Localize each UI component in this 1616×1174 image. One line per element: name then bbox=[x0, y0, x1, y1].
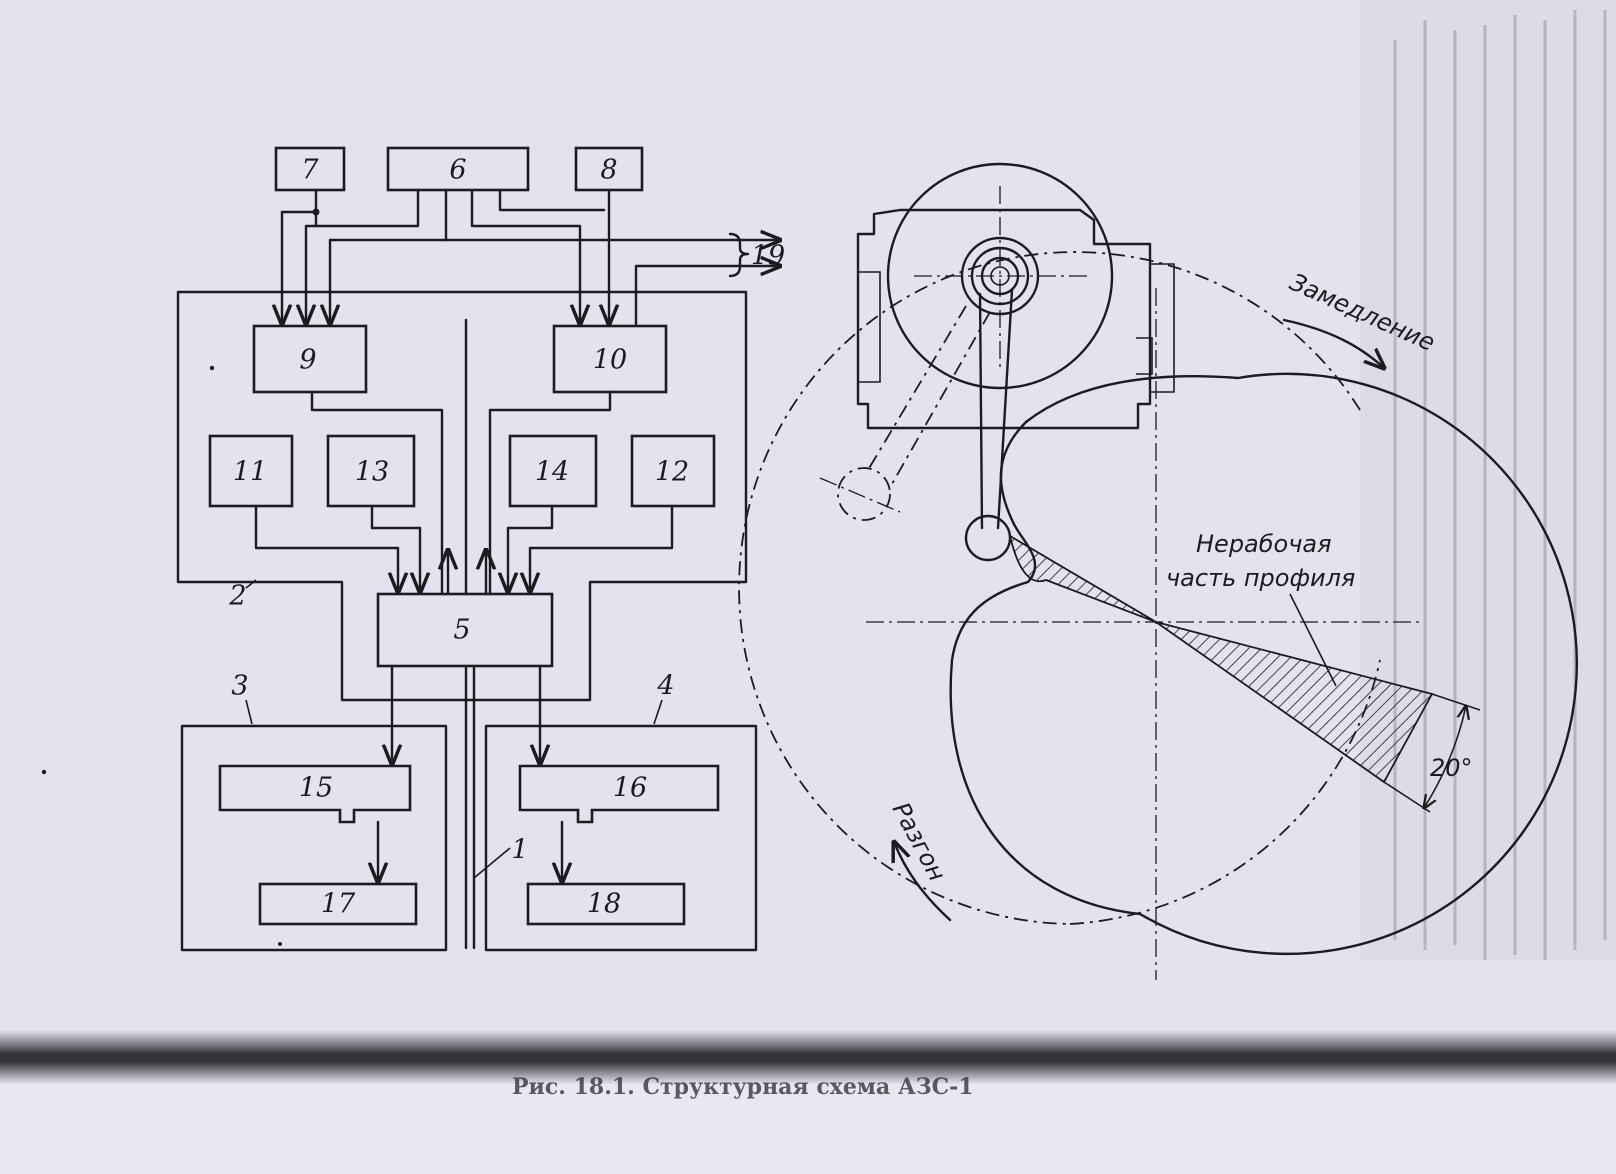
block-15 bbox=[218, 764, 412, 824]
block-13-label: 13 bbox=[355, 457, 389, 488]
nonwork-sector-lower bbox=[1155, 621, 1434, 784]
label-nonwork-line2: часть профиля bbox=[1166, 564, 1355, 592]
bottom-margin bbox=[0, 1084, 1616, 1174]
angle-label: 20° bbox=[1430, 754, 1473, 782]
bus-1 bbox=[464, 318, 511, 950]
frame-2-label: 2 bbox=[228, 581, 246, 612]
bleed-through-text bbox=[1360, 0, 1616, 960]
block-8-label: 8 bbox=[600, 155, 617, 186]
lever-arm bbox=[978, 288, 1014, 530]
figure-caption: Рис. 18.1. Структурная схема АЗС-1 bbox=[512, 1074, 974, 1100]
frame-4-label: 4 bbox=[656, 671, 674, 702]
block-18 bbox=[526, 882, 686, 926]
block-17 bbox=[258, 882, 418, 926]
block-12-label: 12 bbox=[655, 457, 689, 488]
frame-4 bbox=[484, 724, 758, 952]
block-diagram: 7 6 8 2 9 10 11 13 14 12 5 3 4 1 bbox=[41, 146, 785, 952]
mount-bracket bbox=[856, 208, 1152, 430]
label-nonwork-line1: Нерабочая bbox=[1196, 530, 1332, 558]
block-7-label: 7 bbox=[301, 155, 319, 186]
drive-wheel bbox=[886, 162, 1114, 390]
frame-3-label: 3 bbox=[231, 671, 248, 702]
page-fold-shadow bbox=[0, 1030, 1616, 1084]
label-accel: Разгон bbox=[887, 798, 952, 886]
block-11 bbox=[208, 434, 294, 508]
block-16 bbox=[518, 764, 720, 824]
bus-1-label: 1 bbox=[511, 835, 528, 866]
mid-connections bbox=[254, 390, 674, 596]
frame-2 bbox=[176, 290, 748, 702]
cam-profile bbox=[949, 372, 1578, 956]
block-5-label: 5 bbox=[453, 615, 470, 646]
label-19: 19 bbox=[751, 241, 785, 272]
block-6 bbox=[386, 146, 530, 192]
accel-arrow bbox=[894, 842, 952, 922]
brace-19 bbox=[728, 232, 750, 278]
nonwork-sector-upper bbox=[1008, 534, 1157, 623]
block-16-label: 16 bbox=[613, 773, 647, 804]
lower-connections bbox=[378, 664, 562, 882]
follower-roller bbox=[964, 514, 1012, 562]
decel-arrow bbox=[1282, 318, 1384, 368]
block-18-label: 18 bbox=[587, 889, 621, 920]
frame-3 bbox=[180, 724, 448, 952]
block-15-label: 15 bbox=[299, 773, 333, 804]
block-11-label: 11 bbox=[233, 457, 267, 488]
top-connections bbox=[282, 188, 780, 324]
block-10-label: 10 bbox=[593, 345, 627, 376]
block-6-label: 6 bbox=[449, 155, 466, 186]
block-9-label: 9 bbox=[299, 345, 316, 376]
block-7 bbox=[274, 146, 346, 192]
travel-path bbox=[738, 251, 1361, 925]
block-17-label: 17 bbox=[321, 889, 356, 920]
block-14-label: 14 bbox=[535, 457, 569, 488]
